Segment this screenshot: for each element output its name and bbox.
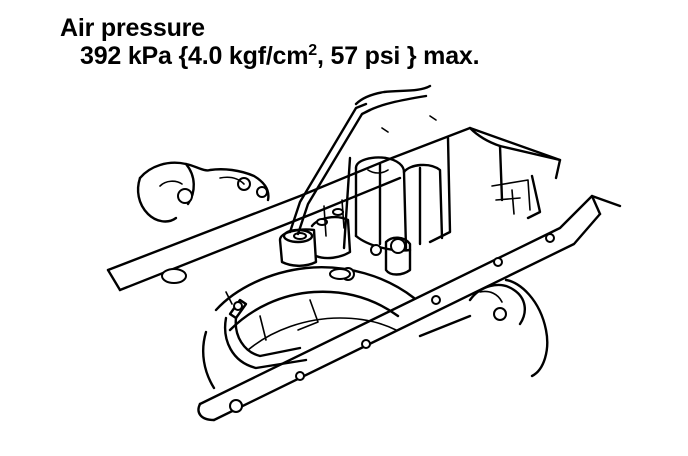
valve-body: [354, 156, 444, 252]
bracket-hole: [493, 307, 507, 321]
housing-bolt-hole: [177, 188, 193, 204]
case-slot: [161, 268, 187, 284]
flange-bolt-hole: [545, 233, 555, 243]
spec-superscript: 2: [308, 42, 317, 59]
spec-main: 392 kPa {4.0 kgf/cm: [80, 42, 309, 70]
air-pressure-spec: 392 kPa {4.0 kgf/cm2, 57 psi } max.: [80, 42, 480, 70]
fluid-passage-hole: [293, 232, 307, 240]
flange-bolt-hole: [493, 257, 503, 267]
linkage-pivot: [233, 301, 243, 311]
flange-bolt-hole: [361, 339, 371, 349]
valve-bore: [370, 244, 382, 256]
housing-bolt-hole: [256, 186, 268, 198]
flange-bolt-hole: [431, 295, 441, 305]
shift-linkage: [223, 291, 308, 370]
transmission-case: [106, 126, 562, 292]
converter-housing: [202, 266, 416, 390]
left-housing: [136, 161, 270, 223]
caption: Air pressure 392 kPa {4.0 kgf/cm2, 57 ps…: [60, 14, 480, 70]
fluid-passages: [278, 199, 412, 280]
upper-flange-ticks: [381, 115, 437, 133]
air-nozzle: [288, 84, 432, 236]
caption-title: Air pressure: [60, 14, 205, 42]
spec-rest: , 57 psi } max.: [317, 42, 480, 70]
flange-bolt-hole: [295, 371, 305, 381]
pan-gasket-flange: [197, 194, 622, 422]
fluid-passage-hole: [332, 208, 344, 216]
oil-passage-hole: [329, 268, 351, 280]
right-bracket: [418, 278, 549, 378]
flange-bolt-hole: [229, 399, 243, 413]
valve-bore: [390, 238, 406, 254]
